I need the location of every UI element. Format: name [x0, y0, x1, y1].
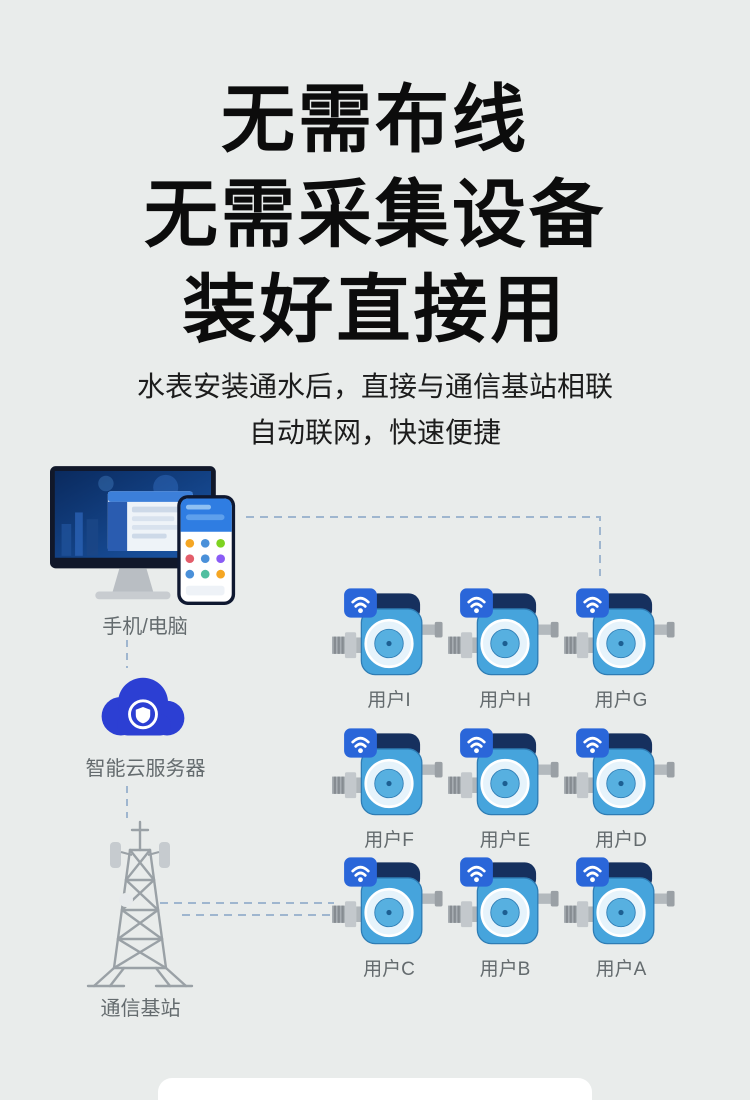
computer-phone-illustration — [50, 466, 236, 605]
shield-icon — [135, 707, 151, 724]
cloud-server-illustration — [101, 677, 185, 736]
title-line-1: 无需布线 — [221, 78, 529, 161]
meter-user-label: 用户G — [594, 690, 648, 711]
connector-computer-to-meters — [246, 516, 601, 576]
meter-user-label: 用户C — [363, 959, 415, 980]
dashboard-window — [107, 491, 193, 551]
meter-user-label: 用户F — [364, 830, 414, 851]
shield-ring-icon — [128, 699, 158, 730]
water-meter-user-i: 用户I — [330, 588, 448, 712]
app-icon-grid — [185, 538, 225, 579]
water-meter-user-f: 用户F — [330, 728, 448, 852]
smartphone — [177, 495, 236, 605]
meter-user-label: 用户B — [479, 959, 531, 980]
monitor-stand — [112, 568, 154, 592]
tower-illustration — [86, 820, 194, 988]
next-section-card-top — [158, 1078, 592, 1100]
computer-label: 手机/电脑 — [102, 616, 188, 638]
page-subtitle: 水表安装通水后，直接与通信基站相联 自动联网，快速便捷 — [0, 364, 750, 456]
meter-user-label: 用户I — [367, 690, 411, 711]
water-meter-user-h: 用户H — [446, 588, 564, 712]
water-meter-user-a: 用户A — [562, 857, 680, 981]
tower-lattice — [86, 820, 194, 988]
tower-antennas — [110, 842, 170, 907]
water-meter-user-e: 用户E — [446, 728, 564, 852]
tower-dish — [119, 893, 133, 907]
title-line-2: 无需采集设备 — [144, 173, 606, 256]
meter-user-label: 用户A — [595, 959, 647, 980]
water-meter-user-g: 用户G — [562, 588, 680, 712]
water-meter-user-c: 用户C — [330, 857, 448, 981]
cloud-label: 智能云服务器 — [85, 758, 206, 780]
meter-user-label: 用户H — [479, 690, 531, 711]
subtitle-line-2: 自动联网，快速便捷 — [248, 417, 501, 448]
title-line-3: 装好直接用 — [182, 268, 568, 351]
water-meter-user-d: 用户D — [562, 728, 680, 852]
meter-user-label: 用户E — [479, 830, 531, 851]
water-meter-user-b: 用户B — [446, 857, 564, 981]
tower-label: 通信基站 — [100, 998, 181, 1020]
meter-user-label: 用户D — [595, 830, 647, 851]
subtitle-line-1: 水表安装通水后，直接与通信基站相联 — [136, 371, 613, 402]
page-title: 无需布线 无需采集设备 装好直接用 — [0, 72, 750, 357]
